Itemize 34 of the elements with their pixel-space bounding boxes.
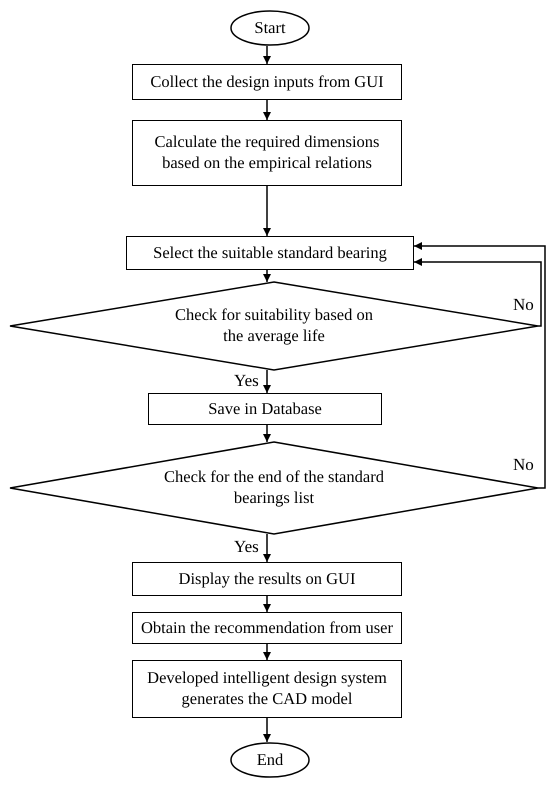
process-box: [148, 393, 382, 425]
node-text: Calculate the required dimensions based on the empirical relations: [154, 132, 380, 174]
arrow: [263, 186, 271, 236]
arrow: [263, 370, 271, 393]
node-text: Start: [253, 18, 287, 38]
arrow: [414, 242, 546, 489]
node-text: Save in Database: [207, 398, 323, 420]
arrow: [263, 100, 271, 120]
node-text: Check for suitability based on the average life: [174, 305, 374, 347]
arrow: [263, 718, 271, 742]
process-box: [126, 236, 414, 270]
process-box: [132, 612, 402, 644]
process-box: [132, 120, 402, 186]
node-text: Select the suitable standard bearing: [152, 242, 388, 264]
edge-label: Yes: [233, 538, 260, 555]
edge-label: No: [512, 296, 535, 313]
node-text: End: [256, 750, 284, 770]
arrow: [263, 596, 271, 612]
process-box: [132, 64, 402, 100]
arrow: [263, 46, 271, 64]
process-box: [132, 660, 402, 718]
node-text: Collect the design inputs from GUI: [149, 72, 385, 92]
arrow: [263, 534, 271, 562]
arrow: [414, 258, 542, 327]
node-text: Obtain the recommendation from user: [140, 618, 394, 638]
node-text: Developed intelligent design system generates the CAD model: [146, 668, 388, 710]
arrow: [263, 425, 271, 442]
node-text: Check for the end of the standard bearings list: [163, 467, 385, 509]
edge-label: Yes: [233, 372, 260, 389]
process-box: [132, 562, 402, 596]
arrow: [263, 644, 271, 660]
node-text: Display the results on GUI: [178, 568, 356, 590]
edge-label: No: [512, 456, 535, 473]
arrow: [263, 270, 271, 282]
